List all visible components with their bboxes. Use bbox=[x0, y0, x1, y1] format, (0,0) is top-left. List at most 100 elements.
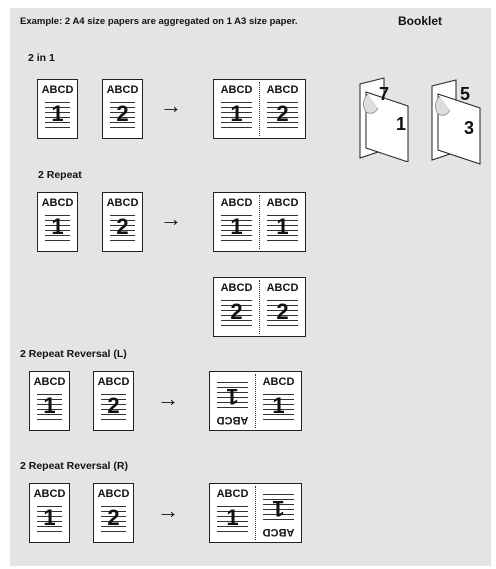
sheet-left-half: ABCD 2 bbox=[214, 278, 259, 336]
text-line bbox=[37, 414, 62, 415]
text-line bbox=[221, 240, 252, 241]
booklet-page-number: 5 bbox=[460, 84, 470, 104]
text-line bbox=[101, 506, 126, 507]
text-line bbox=[217, 526, 248, 527]
text-line bbox=[37, 526, 62, 527]
page-heading-text: ABCD bbox=[266, 197, 299, 209]
page-heading-text: ABCD bbox=[97, 488, 130, 500]
page-heading-text: ABCD bbox=[41, 197, 74, 209]
page-number: 1 bbox=[276, 214, 289, 239]
text-line bbox=[110, 127, 135, 128]
input-page-1: ABCD 1 bbox=[29, 483, 70, 543]
text-line bbox=[267, 320, 298, 321]
page-number: 2 bbox=[116, 214, 129, 239]
sheet-right-half: ABCD 2 bbox=[260, 278, 305, 336]
text-line bbox=[110, 107, 135, 108]
right-arrow-icon: → bbox=[157, 498, 179, 523]
page-heading-text: ABCD bbox=[262, 376, 295, 388]
text-line bbox=[37, 506, 62, 507]
page-heading-text: ABCD bbox=[216, 414, 249, 426]
text-line bbox=[45, 127, 70, 128]
text-line bbox=[221, 122, 252, 123]
text-line bbox=[221, 127, 252, 128]
fold-line bbox=[259, 82, 260, 136]
page-number: 1 bbox=[43, 393, 56, 418]
text-line bbox=[45, 235, 70, 236]
page-number: 2 bbox=[276, 299, 289, 324]
text-line bbox=[37, 394, 62, 395]
text-line bbox=[221, 220, 252, 221]
text-line bbox=[110, 117, 135, 118]
text-line bbox=[221, 305, 252, 306]
page-number: 1 bbox=[226, 384, 239, 409]
output-sheet: ABCD 1 ABCD 2 bbox=[213, 79, 306, 139]
page-number: 1 bbox=[272, 496, 285, 521]
text-line bbox=[221, 320, 252, 321]
text-line bbox=[221, 107, 252, 108]
page-heading-text: ABCD bbox=[41, 84, 74, 96]
text-line bbox=[217, 511, 248, 512]
sheet-left-half: ABCD 1 bbox=[214, 80, 259, 138]
text-line bbox=[217, 382, 248, 383]
page-heading-text: ABCD bbox=[266, 282, 299, 294]
text-line bbox=[45, 230, 70, 231]
output-sheet-1: ABCD 1 ABCD 1 bbox=[213, 192, 306, 252]
sheet-right-half-rotated: ABCD 1 bbox=[256, 484, 301, 542]
text-line bbox=[110, 102, 135, 103]
text-line bbox=[263, 494, 294, 495]
fold-line bbox=[255, 374, 256, 428]
section-title-2-repeat-reversal-l: 2 Repeat Reversal (L) bbox=[20, 348, 127, 360]
page-heading-text: ABCD bbox=[97, 376, 130, 388]
text-line bbox=[37, 399, 62, 400]
text-line bbox=[110, 112, 135, 113]
page-number: 1 bbox=[51, 101, 64, 126]
text-line bbox=[267, 315, 298, 316]
page-heading-text: ABCD bbox=[220, 84, 253, 96]
text-line bbox=[267, 325, 298, 326]
fold-line bbox=[259, 195, 260, 249]
text-line bbox=[101, 511, 126, 512]
text-line bbox=[221, 325, 252, 326]
text-line bbox=[37, 419, 62, 420]
text-line bbox=[267, 215, 298, 216]
text-line bbox=[267, 240, 298, 241]
text-line bbox=[263, 399, 294, 400]
text-line bbox=[267, 230, 298, 231]
example-caption: Example: 2 A4 size papers are aggregated… bbox=[20, 16, 298, 27]
text-line bbox=[267, 310, 298, 311]
page-curl-icon bbox=[435, 95, 451, 116]
text-line bbox=[45, 107, 70, 108]
page-number: 1 bbox=[43, 505, 56, 530]
page-heading-text: ABCD bbox=[106, 197, 139, 209]
text-line bbox=[221, 112, 252, 113]
fold-line bbox=[255, 486, 256, 540]
booklet-page-number: 3 bbox=[464, 118, 474, 138]
input-page-1: ABCD 1 bbox=[37, 79, 78, 139]
text-line bbox=[101, 399, 126, 400]
text-line bbox=[37, 404, 62, 405]
text-line bbox=[263, 404, 294, 405]
text-line bbox=[263, 419, 294, 420]
sheet-right-half: ABCD 1 bbox=[260, 193, 305, 251]
text-line bbox=[45, 220, 70, 221]
text-line bbox=[221, 215, 252, 216]
text-line bbox=[45, 117, 70, 118]
section-title-2-repeat-reversal-r: 2 Repeat Reversal (R) bbox=[20, 460, 128, 472]
sheet-right-half: ABCD 2 bbox=[260, 80, 305, 138]
output-sheet: ABCD 1 ABCD 1 bbox=[209, 371, 302, 431]
booklet-right-illustration: 5 3 bbox=[431, 79, 481, 165]
text-line bbox=[221, 225, 252, 226]
text-line bbox=[221, 310, 252, 311]
text-line bbox=[101, 516, 126, 517]
input-page-1: ABCD 1 bbox=[29, 371, 70, 431]
page-number: 2 bbox=[107, 505, 120, 530]
text-line bbox=[110, 230, 135, 231]
page-number: 2 bbox=[230, 299, 243, 324]
text-line bbox=[217, 521, 248, 522]
text-line bbox=[37, 511, 62, 512]
text-line bbox=[221, 230, 252, 231]
page-heading-text: ABCD bbox=[106, 84, 139, 96]
text-line bbox=[45, 240, 70, 241]
text-line bbox=[267, 225, 298, 226]
input-page-2: ABCD 2 bbox=[102, 192, 143, 252]
